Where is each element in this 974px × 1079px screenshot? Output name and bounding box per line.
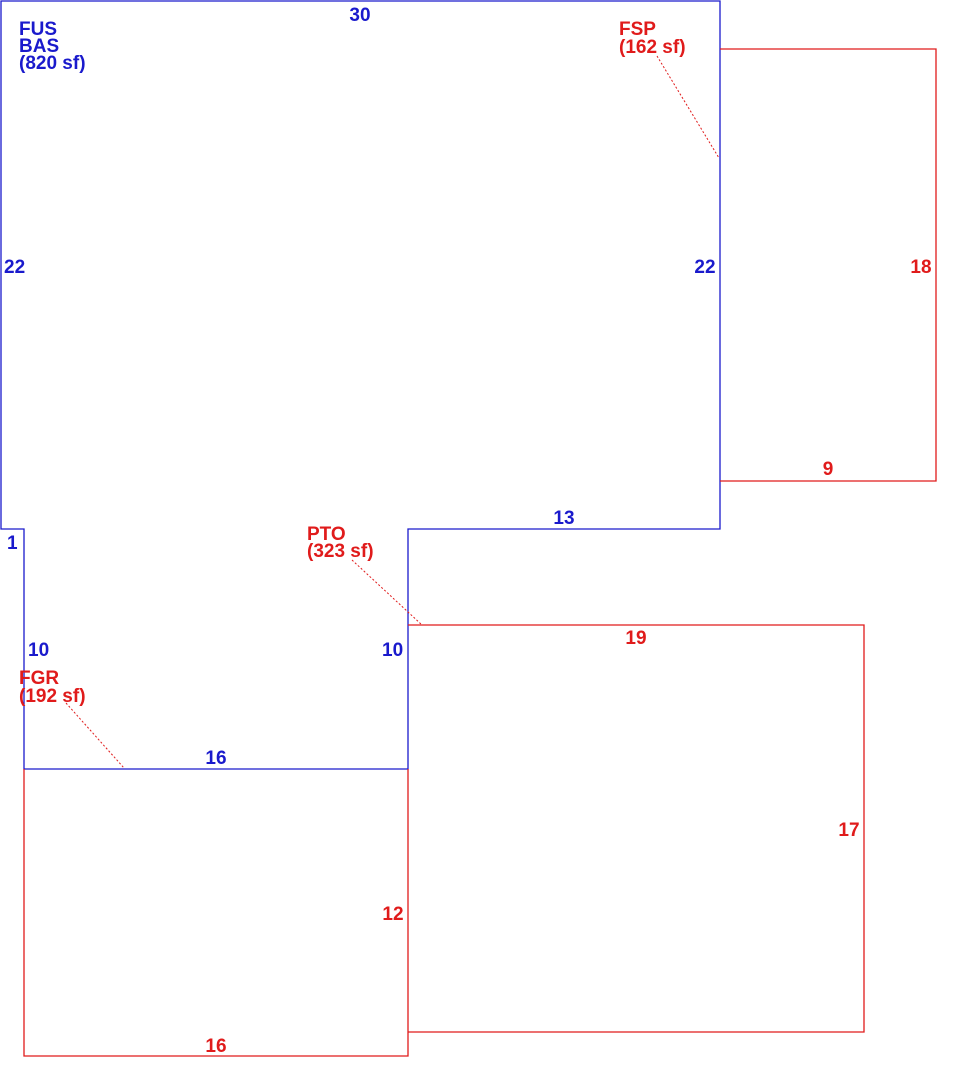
fsp-area-size: (162 sf) — [619, 37, 686, 58]
pto-left-dimension: 12 — [382, 904, 403, 925]
pto-top-dimension: 19 — [625, 628, 646, 649]
fgr-bottom-dimension: 16 — [205, 1036, 226, 1057]
main-area-size: (820 sf) — [19, 53, 86, 74]
pto-area-size: (323 sf) — [307, 541, 374, 562]
main-step-dimension: 1 — [7, 533, 18, 554]
main-bottom-dimension: 16 — [205, 748, 226, 769]
fgr-area-outline — [23, 769, 409, 1057]
fgr-leader-line — [65, 702, 125, 769]
pto-right-dimension: 17 — [838, 820, 859, 841]
main-top-dimension: 30 — [349, 5, 370, 26]
pto-area-outline — [408, 624, 865, 1033]
pto-leader-line — [351, 559, 423, 626]
fsp-leader-line — [656, 55, 720, 159]
main-left-dimension: 22 — [4, 257, 25, 278]
main-lower-right-dimension: 10 — [382, 640, 403, 661]
main-lower-left-dimension: 10 — [28, 640, 49, 661]
main-area-code-1: FUS — [19, 19, 57, 40]
fgr-area-code: FGR — [19, 668, 59, 689]
fsp-right-dimension: 18 — [910, 257, 931, 278]
fsp-area-outline — [720, 48, 937, 482]
main-area-outline — [0, 0, 721, 770]
fsp-area-code: FSP — [619, 19, 656, 40]
fgr-area-size: (192 sf) — [19, 686, 86, 707]
pto-area-code: PTO — [307, 524, 346, 545]
main-area-code-2: BAS — [19, 36, 59, 57]
fsp-bottom-dimension: 9 — [823, 459, 834, 480]
main-right-dimension: 22 — [694, 257, 715, 278]
main-bottom-right-dimension: 13 — [553, 508, 574, 529]
